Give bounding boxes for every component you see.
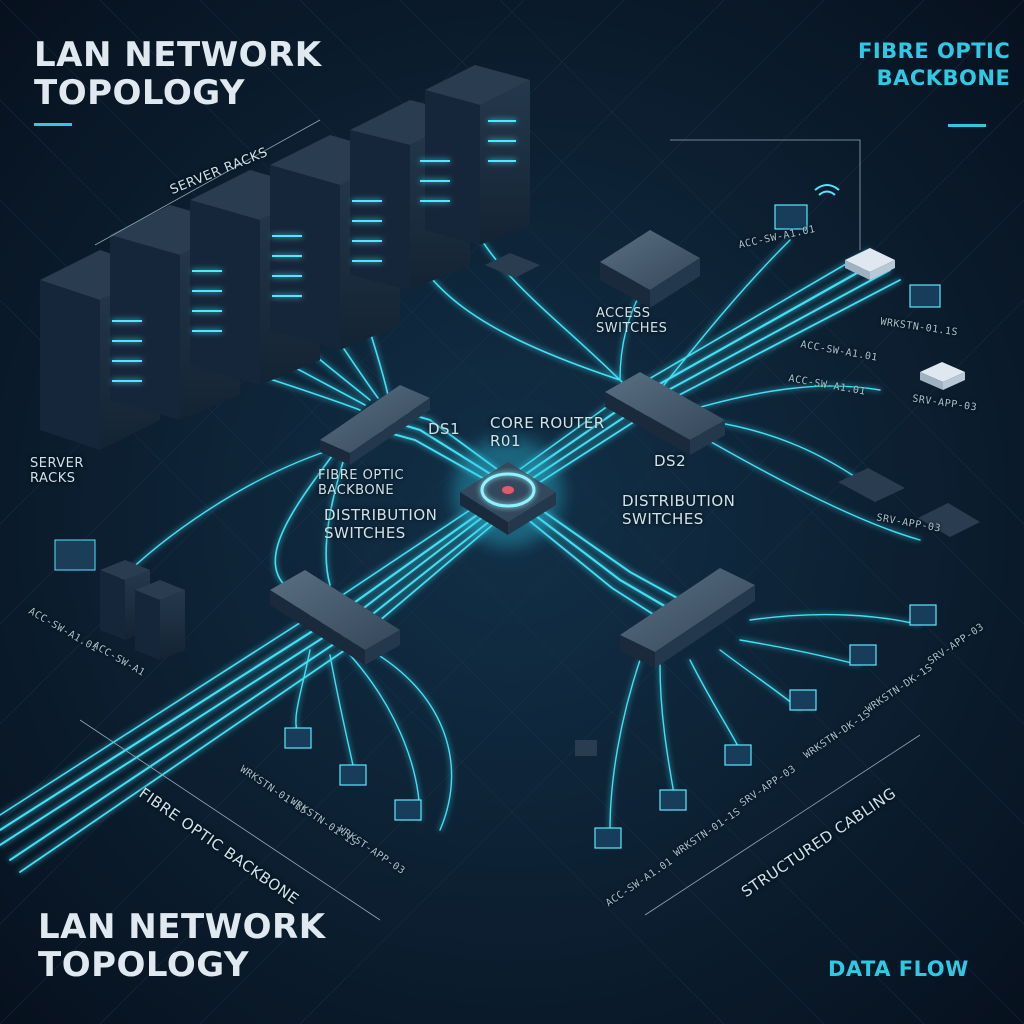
access-switch-top [600,230,700,308]
laptop-icon [789,689,817,711]
core-router [453,437,563,547]
title-bottom-right: DATA FLOW [828,957,969,981]
workstations [284,204,941,849]
monitor-icon [54,539,96,571]
rack-leds [112,120,516,382]
laptop-icon [339,764,367,786]
access-switch-right [620,568,755,668]
access-switch-left [270,570,400,665]
laptop-icon [594,827,622,849]
title-top-right: FIBRE OPTIC BACKBONE [858,39,1011,90]
title-underline [34,123,72,126]
distribution-switch-ds1 [320,385,430,465]
laptop-icon [394,799,422,821]
label-server-racks-left: SERVER RACKS [30,456,84,486]
label-ds2: DS2 [654,452,687,470]
label-distribution-switches-right: DISTRIBUTION SWITCHES [622,492,736,528]
label-access-switches: ACCESS SWITCHES [596,306,668,336]
dimension-lines [79,119,921,921]
wifi-icon [814,184,840,196]
title-bottom-left: LAN NETWORK TOPOLOGY [38,907,326,985]
label-ds1: DS1 [428,420,461,438]
laptop-icon [724,744,752,766]
label-core-router: CORE ROUTER R01 [490,414,605,450]
wireless-devices [485,184,980,756]
laptop-icon [849,644,877,666]
laptop-icon [284,727,312,749]
label-distribution-switches-left: DISTRIBUTION SWITCHES [324,506,438,542]
laptop-icon [909,604,937,626]
laptop-icon [909,284,941,308]
distribution-switch-ds2 [605,372,725,455]
label-fibre-backbone-center: FIBRE OPTIC BACKBONE [318,468,405,498]
server-racks [40,65,530,450]
monitor-icon [774,204,808,230]
corner-underline [948,124,986,127]
server-cluster-left [54,539,185,660]
laptop-icon [659,789,687,811]
server-rack [425,65,530,245]
title-top-left: LAN NETWORK TOPOLOGY [34,35,322,113]
